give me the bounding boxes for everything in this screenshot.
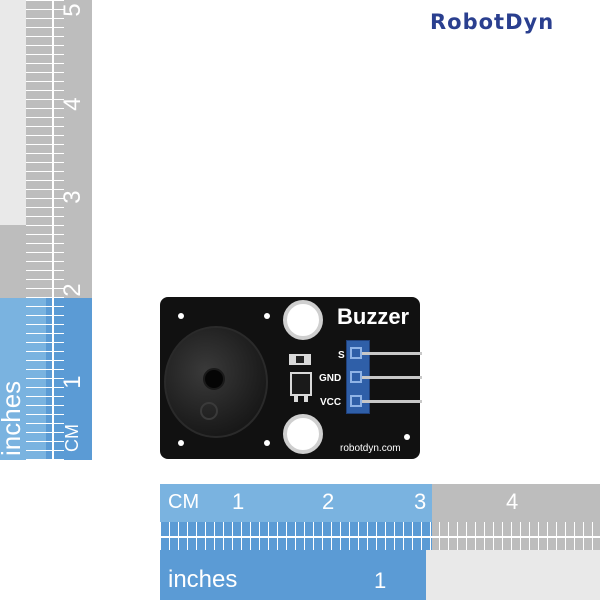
- transistor-lead: [294, 394, 298, 402]
- pin-label-gnd: GND: [319, 373, 342, 384]
- bottom-ruler-strip: [426, 550, 600, 600]
- bottom-ruler-number: 2: [322, 489, 335, 514]
- bottom-ruler-inch-number: 1: [374, 568, 387, 593]
- buzzer-sound-hole: [203, 368, 225, 390]
- resistor-body: [296, 356, 304, 363]
- bottom-ruler-number: 3: [414, 489, 427, 514]
- left-ruler-number: 2: [59, 283, 86, 297]
- bottom-ruler-ticks: [160, 522, 600, 536]
- transistor-component: [290, 372, 312, 396]
- header-pin-socket: [350, 371, 362, 383]
- left-ruler-cm-label: CM: [62, 424, 82, 452]
- left-ruler-strip: [0, 0, 26, 225]
- board-via: [178, 440, 184, 446]
- board-title: Buzzer: [337, 304, 410, 329]
- bottom-ruler-cm-label: CM: [168, 491, 200, 513]
- board-via: [264, 313, 270, 319]
- bottom-ruler-number: 4: [506, 489, 519, 514]
- left-ruler-number: 1: [59, 375, 86, 389]
- transistor-lead: [304, 394, 308, 402]
- left-ruler-number: 5: [59, 3, 86, 17]
- left-ruler-number: 3: [59, 190, 86, 204]
- bottom-ruler-ticks-minor: [160, 536, 600, 550]
- pin-label-vcc: VCC: [320, 397, 342, 408]
- bottom-ruler-number: 1: [232, 489, 245, 514]
- header-pin-vcc: [362, 400, 422, 403]
- robotdyn-logo: RobotDyn: [430, 10, 555, 34]
- left-ruler-number: 4: [59, 97, 86, 111]
- left-ruler-divider: [52, 0, 54, 460]
- pin-label-s: S: [338, 350, 345, 361]
- left-ruler-ticks-minor: [52, 0, 64, 460]
- header-pin-gnd: [362, 376, 422, 379]
- board-via: [178, 313, 184, 319]
- mounting-hole-top: [283, 300, 323, 340]
- left-ruler-inches-label: inches: [0, 380, 26, 456]
- bottom-ruler-inches-label: inches: [168, 566, 238, 593]
- bottom-ruler-highlight-light: [160, 484, 432, 522]
- left-ruler-ticks: [26, 0, 52, 460]
- board-via: [404, 434, 410, 440]
- board-url-text: robotdyn.com: [340, 443, 401, 454]
- header-pin-socket: [350, 347, 362, 359]
- buzzer-polarity-mark: [200, 402, 218, 420]
- bottom-ruler-divider: [160, 536, 600, 538]
- header-pin-socket: [350, 395, 362, 407]
- mounting-hole-bottom: [283, 414, 323, 454]
- board-via: [264, 440, 270, 446]
- header-pin-s: [362, 352, 422, 355]
